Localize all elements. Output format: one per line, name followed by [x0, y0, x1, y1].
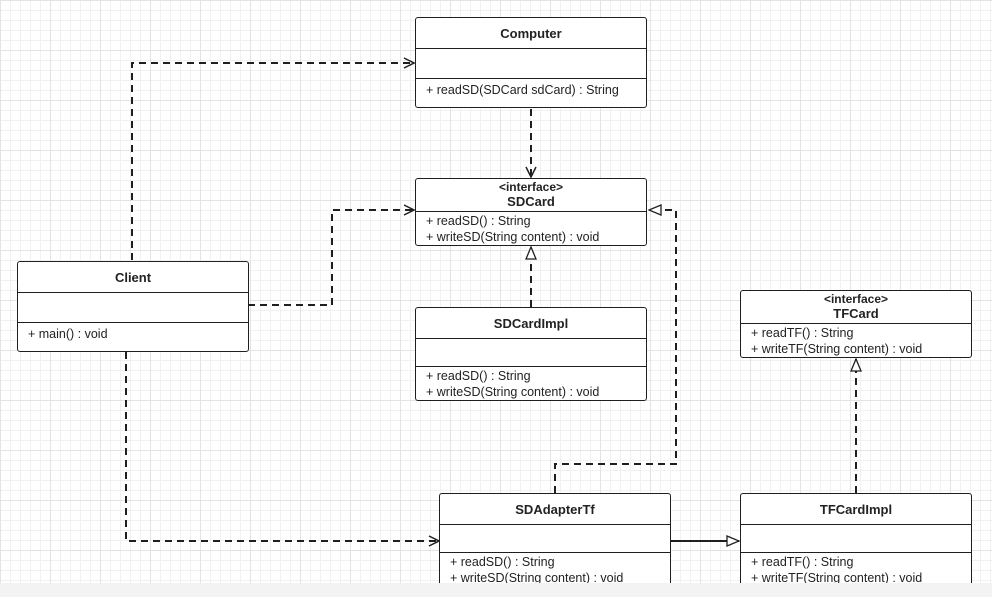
- method: + readSD() : String: [426, 214, 531, 228]
- method: + writeTF(String content) : void: [751, 342, 923, 356]
- method: + main() : void: [28, 327, 108, 341]
- interface-tfcard-methods: + readTF() : String + writeTF(String con…: [741, 324, 971, 357]
- class-sdcardimpl-header: SDCardImpl: [416, 308, 646, 339]
- method: + readSD() : String: [450, 555, 555, 569]
- class-computer[interactable]: Computer + readSD(SDCard sdCard) : Strin…: [415, 17, 647, 108]
- class-sdadaptertf[interactable]: SDAdapterTf + readSD() : String + writeS…: [439, 493, 671, 587]
- class-sdcardimpl[interactable]: SDCardImpl + readSD() : String + writeSD…: [415, 307, 647, 401]
- class-sdadaptertf-name: SDAdapterTf: [515, 501, 595, 517]
- class-tfcardimpl-header: TFCardImpl: [741, 494, 971, 525]
- method: + writeSD(String content) : void: [450, 571, 624, 585]
- canvas-bottom-bar: [0, 583, 992, 597]
- class-client-name: Client: [114, 269, 152, 285]
- interface-tfcard-stereotype: <interface>: [823, 292, 889, 306]
- interface-sdcard-stereotype: <interface>: [498, 180, 564, 194]
- interface-tfcard-name: TFCard: [833, 306, 879, 321]
- interface-tfcard[interactable]: <interface> TFCard + readTF() : String +…: [740, 290, 972, 358]
- interface-sdcard[interactable]: <interface> SDCard + readSD() : String +…: [415, 178, 647, 246]
- class-sdcardimpl-attributes: [416, 339, 646, 367]
- method: + writeSD(String content) : void: [426, 230, 600, 244]
- class-client-attributes: [18, 293, 248, 323]
- class-client[interactable]: Client + main() : void: [17, 261, 249, 352]
- interface-tfcard-header: <interface> TFCard: [741, 291, 971, 324]
- method: + readTF() : String: [751, 555, 854, 569]
- interface-sdcard-methods: + readSD() : String + writeSD(String con…: [416, 212, 646, 245]
- dependency-client-computer[interactable]: [131, 63, 414, 260]
- class-sdcardimpl-methods: + readSD() : String + writeSD(String con…: [416, 367, 646, 400]
- class-sdcardimpl-name: SDCardImpl: [493, 315, 569, 331]
- class-sdadaptertf-methods: + readSD() : String + writeSD(String con…: [440, 553, 670, 586]
- method: + readSD(SDCard sdCard) : String: [426, 83, 619, 97]
- class-computer-name: Computer: [500, 25, 562, 41]
- dependency-client-sdcard[interactable]: [248, 210, 414, 306]
- method: + readSD() : String: [426, 369, 531, 383]
- method: + writeSD(String content) : void: [426, 385, 600, 399]
- class-computer-methods: + readSD(SDCard sdCard) : String: [416, 79, 646, 98]
- class-tfcardimpl-name: TFCardImpl: [819, 501, 893, 517]
- interface-sdcard-header: <interface> SDCard: [416, 179, 646, 212]
- class-tfcardimpl-methods: + readTF() : String + writeTF(String con…: [741, 553, 971, 586]
- interface-sdcard-name: SDCard: [507, 194, 555, 209]
- class-client-header: Client: [18, 262, 248, 293]
- class-tfcardimpl-attributes: [741, 525, 971, 553]
- method: + readTF() : String: [751, 326, 854, 340]
- method: + writeTF(String content) : void: [751, 571, 923, 585]
- class-sdadaptertf-attributes: [440, 525, 670, 553]
- class-tfcardimpl[interactable]: TFCardImpl + readTF() : String + writeTF…: [740, 493, 972, 587]
- class-computer-attributes: [416, 49, 646, 79]
- dependency-client-sdadaptertf[interactable]: [125, 352, 439, 541]
- class-sdadaptertf-header: SDAdapterTf: [440, 494, 670, 525]
- class-computer-header: Computer: [416, 18, 646, 49]
- class-client-methods: + main() : void: [18, 323, 248, 342]
